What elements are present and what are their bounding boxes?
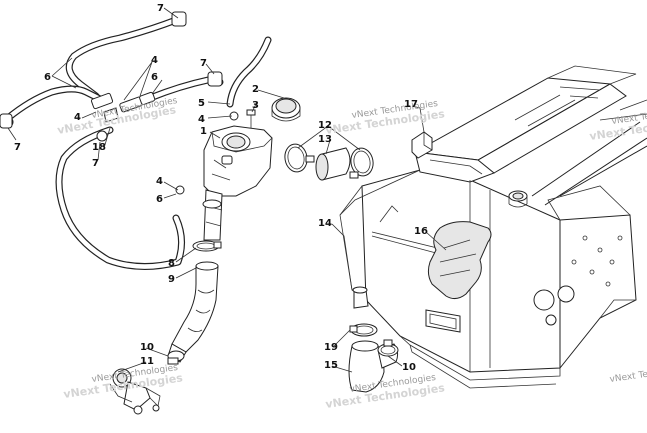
callout-17: 17 <box>404 99 418 110</box>
callout-4: 4 <box>156 176 163 187</box>
filler-hose-9 <box>167 240 222 365</box>
callout-3: 3 <box>252 100 259 111</box>
duct-15 <box>348 286 399 393</box>
callout-4: 4 <box>151 55 158 66</box>
callout-19: 19 <box>324 342 338 353</box>
callout-6: 6 <box>156 194 163 205</box>
callout-7: 7 <box>14 142 21 153</box>
callout-1: 1 <box>200 126 207 137</box>
callout-6: 6 <box>151 72 158 83</box>
callout-14: 14 <box>318 218 332 229</box>
callout-9: 9 <box>168 274 175 285</box>
callout-6: 6 <box>44 72 51 83</box>
callout-10: 10 <box>140 342 154 353</box>
watermark: vNext Te <box>611 112 647 127</box>
callout-13: 13 <box>318 134 332 145</box>
fuel-cap-2 <box>271 97 301 122</box>
fitting-4 <box>175 111 239 195</box>
callout-12: 12 <box>318 120 332 131</box>
callout-7: 7 <box>157 3 164 14</box>
watermark: vNext Te <box>609 370 647 385</box>
callout-10: 10 <box>402 362 416 373</box>
callout-18: 18 <box>92 142 106 153</box>
callout-4: 4 <box>74 112 81 123</box>
callout-7: 7 <box>92 158 99 169</box>
insulation-pad-16 <box>427 221 492 300</box>
callout-15: 15 <box>324 360 338 371</box>
leader-lines <box>7 7 447 373</box>
callout-4: 4 <box>198 114 205 125</box>
screw-3 <box>246 109 256 128</box>
valve-assembly-11 <box>109 368 161 415</box>
callout-11: 11 <box>140 356 154 367</box>
callout-5: 5 <box>198 98 205 109</box>
callout-8: 8 <box>168 258 175 269</box>
clamps-coupler-12-13 <box>284 143 374 181</box>
callout-2: 2 <box>252 84 259 95</box>
callout-labels: 7 6 4 6 7 2 5 3 4 4 7 18 7 1 4 6 12 13 1… <box>14 3 428 373</box>
fuel-tank-1 <box>202 125 273 241</box>
callout-16: 16 <box>414 226 428 237</box>
callout-7: 7 <box>200 58 207 69</box>
